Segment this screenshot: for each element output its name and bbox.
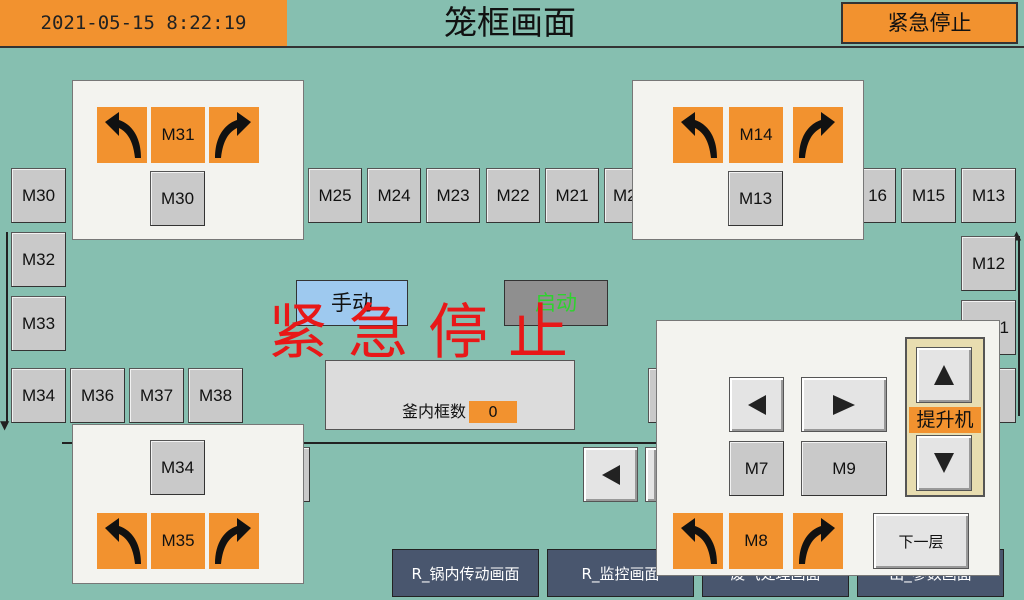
curved-arrow-up-left-icon [681, 112, 717, 158]
manual-mode-button[interactable]: 手动 [296, 280, 408, 326]
curved-arrow-up-right-icon [799, 518, 835, 564]
motor-m33-button[interactable]: M33 [11, 296, 66, 351]
emergency-stop-button[interactable]: 紧急停止 [841, 2, 1018, 44]
left-conveyor-line [6, 232, 8, 422]
motor-m30-button[interactable]: M30 [11, 168, 66, 223]
bottom-conveyor-line [62, 442, 662, 444]
popup-motor-m13-button[interactable]: M13 [728, 171, 783, 226]
page-title: 笼框画面 [444, 3, 576, 42]
motor-m13-button[interactable]: M13 [961, 168, 1016, 223]
lift-right-button[interactable] [801, 377, 887, 432]
down-arrow-icon: ▼ [0, 418, 10, 432]
popup-m31-panel: M31 M30 [72, 80, 304, 240]
m35-forward-button[interactable] [209, 513, 259, 569]
popup-motor-m34-button[interactable]: M34 [150, 440, 205, 495]
m8-forward-button[interactable] [793, 513, 843, 569]
m14-reverse-button[interactable] [673, 107, 723, 163]
lift-left-button[interactable] [729, 377, 784, 432]
motor-m25-button[interactable]: M25 [308, 168, 362, 223]
motor-m15-button[interactable]: M15 [901, 168, 956, 223]
lift-down-button[interactable] [916, 435, 972, 491]
frame-count-value: 0 [469, 401, 517, 423]
frame-count-label: 釜内框数 [401, 402, 466, 421]
motor-m24-button[interactable]: M24 [367, 168, 421, 223]
frame-count-panel: 釜内框数 0 [325, 360, 575, 430]
emergency-stop-overlay: 紧急停止 [268, 298, 588, 368]
motor-m36-button[interactable]: M36 [70, 368, 125, 423]
triangle-right-icon [833, 394, 855, 415]
motor-m22-button[interactable]: M22 [486, 168, 540, 223]
motor-m21-button[interactable]: M21 [545, 168, 599, 223]
motor-m34-button[interactable]: M34 [11, 368, 66, 423]
start-button[interactable]: 启动 [504, 280, 608, 326]
m31-reverse-button[interactable] [97, 107, 147, 163]
m14-forward-button[interactable] [793, 107, 843, 163]
curved-arrow-up-left-icon [105, 112, 141, 158]
motor-m35-button[interactable]: M35 [151, 513, 205, 569]
motor-m12-button[interactable]: M12 [961, 236, 1016, 291]
up-arrow-icon: ▲ [1012, 228, 1022, 242]
motor-m38-button[interactable]: M38 [188, 368, 243, 423]
motor-m32-button[interactable]: M32 [11, 232, 66, 287]
triangle-left-icon [601, 464, 620, 485]
triangle-left-icon [747, 394, 766, 415]
curved-arrow-up-left-icon [105, 518, 141, 564]
motor-m23-button[interactable]: M23 [426, 168, 480, 223]
motor-m9-button[interactable]: M9 [801, 441, 887, 496]
m31-forward-button[interactable] [209, 107, 259, 163]
m8-reverse-button[interactable] [673, 513, 723, 569]
popup-m14-panel: M14 M13 [632, 80, 864, 240]
lift-subpanel: 提升机 [905, 337, 985, 497]
right-conveyor-line [1018, 236, 1020, 416]
nav-kettle-drive-button[interactable]: R_锅内传动画面 [392, 549, 539, 597]
curved-arrow-up-right-icon [215, 112, 251, 158]
lift-label: 提升机 [909, 407, 981, 433]
lift-control-panel: M7 M9 M8 下一层 提升机 [656, 320, 1000, 576]
triangle-down-icon [934, 453, 954, 473]
header-divider [0, 46, 1024, 48]
popup-motor-m30-button[interactable]: M30 [150, 171, 205, 226]
datetime-display: 2021-05-15 8:22:19 [0, 0, 287, 46]
lift-up-button[interactable] [916, 347, 972, 403]
conveyor-left-button[interactable] [583, 447, 638, 502]
curved-arrow-up-right-icon [799, 112, 835, 158]
motor-m37-button[interactable]: M37 [129, 368, 184, 423]
motor-m8-button[interactable]: M8 [729, 513, 783, 569]
motor-m14-button[interactable]: M14 [729, 107, 783, 163]
motor-m7-button[interactable]: M7 [729, 441, 784, 496]
triangle-up-icon [934, 365, 954, 385]
m35-reverse-button[interactable] [97, 513, 147, 569]
motor-m31-button[interactable]: M31 [151, 107, 205, 163]
curved-arrow-up-left-icon [681, 518, 717, 564]
curved-arrow-up-right-icon [215, 518, 251, 564]
popup-m35-panel: M34 M35 [72, 424, 304, 584]
next-layer-button[interactable]: 下一层 [873, 513, 969, 569]
